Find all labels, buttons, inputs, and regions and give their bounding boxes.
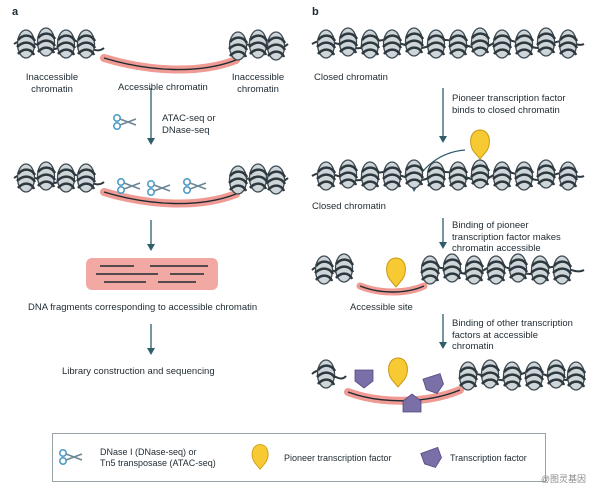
label-step-3-line1: Binding of other transcription [452, 318, 573, 329]
label-step-3-line3: chromatin [452, 341, 494, 352]
label-assay-line2: DNase-seq [162, 124, 210, 136]
label-inaccessible-left-line2: chromatin [31, 83, 73, 95]
panel-b-closed-chromatin-1 [311, 26, 585, 60]
panel-a-label: a [12, 6, 19, 18]
label-closed-chromatin-1: Closed chromatin [314, 72, 388, 83]
label-library-construction: Library construction and sequencing [62, 366, 215, 377]
label-assay: ATAC-seq or DNase-seq [162, 113, 216, 136]
panel-a-arrow-3 [147, 324, 155, 355]
panel-b-accessible-chromatin [311, 252, 585, 296]
legend-pioneer-label: Pioneer transcription factor [284, 453, 392, 463]
panel-a-top-chromatin [13, 26, 289, 74]
dna-fragments-box [86, 258, 218, 290]
panel-a-arrow-1 [147, 88, 155, 145]
label-step-2-line1: Binding of pioneer [452, 220, 529, 231]
label-inaccessible-left-line1: Inaccessible [25, 72, 79, 83]
legend-tf-label: Transcription factor [450, 453, 527, 463]
label-step-3: Binding of other transcription factors a… [452, 318, 573, 353]
label-inaccessible-right-line1: Inaccessible [231, 72, 285, 83]
legend-enzyme-label: DNase I (DNase-seq) or Tn5 transposase (… [100, 447, 216, 469]
label-accessible-site: Accessible site [350, 302, 413, 313]
panel-b-closed-chromatin-2 [311, 158, 585, 192]
panel-b-label: b [312, 6, 319, 18]
label-step-3-line2: factors at accessible [452, 329, 539, 341]
label-step-2-line2: transcription factor makes [452, 231, 561, 243]
panel-a-arrow-2 [147, 220, 155, 251]
watermark: @图灵基因 [540, 474, 586, 484]
panel-a-cut-chromatin [13, 160, 289, 208]
panel-b-arrow-3 [439, 314, 447, 349]
label-accessible-chromatin: Accessible chromatin [118, 82, 208, 93]
label-step-2: Binding of pioneer transcription factor … [452, 220, 561, 255]
panel-b-tf-bound-chromatin [311, 357, 587, 413]
label-closed-chromatin-2: Closed chromatin [312, 201, 386, 212]
label-inaccessible-right-line2: chromatin [237, 83, 279, 95]
label-inaccessible-right: Inaccessible chromatin [222, 72, 294, 95]
label-dna-fragments: DNA fragments corresponding to accessibl… [28, 302, 258, 313]
label-step-2-line3: chromatin accessible [452, 243, 541, 254]
label-step-1-line2: binds to closed chromatin [452, 104, 560, 116]
scissors-icon [113, 114, 137, 130]
label-step-1-line1: Pioneer transcription factor [452, 93, 566, 104]
panel-b-arrow-1 [439, 88, 447, 143]
label-step-1: Pioneer transcription factor binds to cl… [452, 93, 566, 116]
panel-b-arrow-2 [439, 218, 447, 249]
legend-enzyme-line2: Tn5 transposase (ATAC-seq) [100, 458, 216, 468]
legend-enzyme-line1: DNase I (DNase-seq) or [100, 447, 197, 457]
label-assay-line1: ATAC-seq or [162, 113, 216, 124]
legend-box [52, 433, 546, 482]
label-inaccessible-left: Inaccessible chromatin [16, 72, 88, 95]
